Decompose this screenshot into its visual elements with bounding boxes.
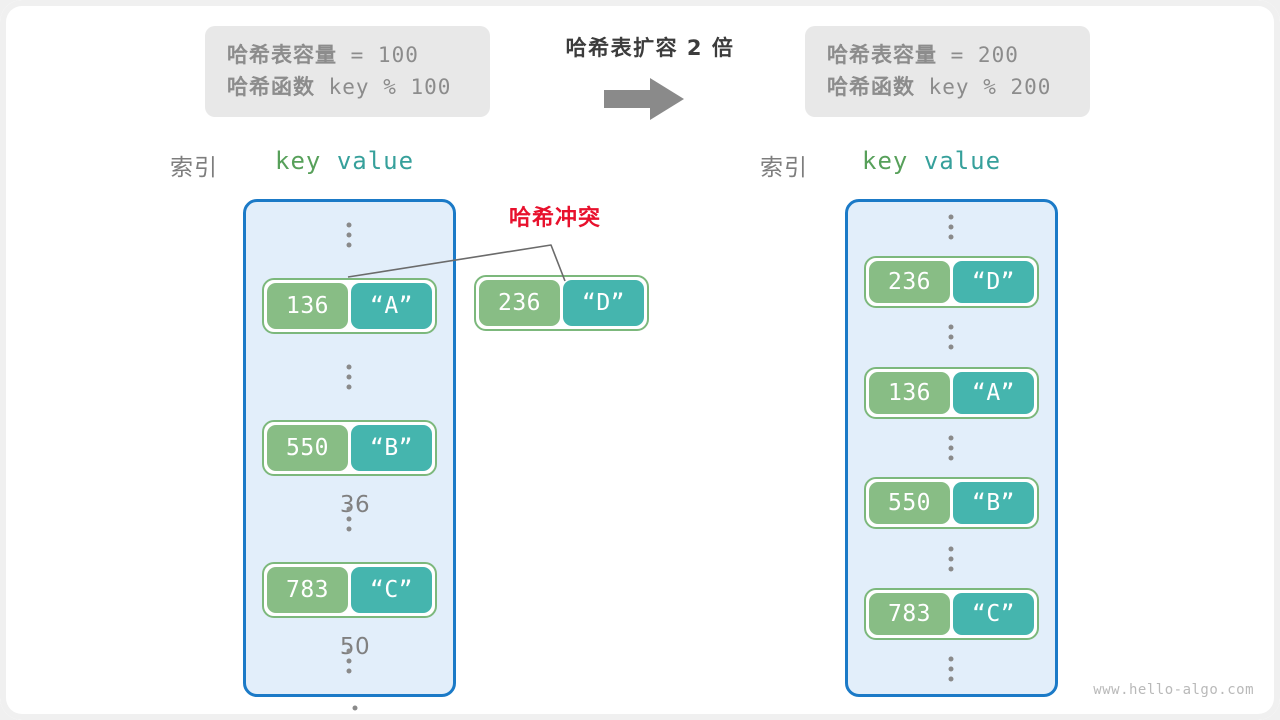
after-function-value: key % 200 bbox=[915, 74, 1052, 99]
collision-label: 哈希冲突 bbox=[508, 206, 601, 231]
entry-value: “D” bbox=[953, 261, 1034, 303]
entry-value: “B” bbox=[953, 482, 1034, 525]
entry-key: 550 bbox=[869, 482, 950, 525]
before-index-header-wrap: 索引 bbox=[170, 148, 218, 182]
before-index-ellipsis bbox=[352, 705, 358, 720]
after-capacity-value: = 200 bbox=[937, 43, 1019, 67]
before-index-header: 索引 bbox=[170, 155, 218, 181]
entry-key: 136 bbox=[869, 371, 950, 414]
after-entry-783[interactable]: 783“C” bbox=[864, 588, 1039, 640]
after-value-header: value bbox=[923, 147, 1002, 175]
after-key-header: key bbox=[862, 147, 909, 175]
before-index-36: 36 bbox=[339, 491, 371, 518]
entry-key: 136 bbox=[267, 282, 348, 329]
entry-value: “C” bbox=[351, 567, 432, 614]
after-keyvalue-header-wrap: key value bbox=[862, 147, 1001, 175]
after-slot-ellipsis bbox=[948, 656, 954, 682]
before-slot-ellipsis bbox=[346, 222, 352, 248]
after-slot-ellipsis bbox=[948, 435, 954, 461]
before-capacity-value: = 100 bbox=[337, 43, 419, 67]
entry-value: “A” bbox=[351, 282, 432, 329]
after-slot-ellipsis bbox=[948, 546, 954, 572]
after-entry-236[interactable]: 236“D” bbox=[864, 256, 1039, 308]
before-capacity-label: 哈希表容量 bbox=[227, 43, 337, 67]
before-slot-ellipsis bbox=[346, 506, 352, 532]
entry-key: 550 bbox=[267, 425, 348, 471]
before-function-value: key % 100 bbox=[315, 74, 452, 99]
before-capacity-line: 哈希表容量 = 100 bbox=[227, 40, 468, 72]
after-capacity-label: 哈希表容量 bbox=[827, 43, 937, 67]
header-gap-2 bbox=[908, 147, 923, 175]
entry-key: 783 bbox=[869, 593, 950, 635]
entry-value: “D” bbox=[563, 280, 644, 326]
before-index-50: 50 bbox=[339, 634, 371, 660]
entry-value: “C” bbox=[953, 593, 1034, 635]
entry-key: 236 bbox=[869, 261, 950, 303]
before-entry-550[interactable]: 550“B” bbox=[262, 420, 437, 476]
after-slot-ellipsis bbox=[948, 214, 954, 240]
entry-value: “A” bbox=[953, 371, 1034, 414]
after-function-label: 哈希函数 bbox=[827, 74, 915, 99]
before-info-box: 哈希表容量 = 100 哈希函数 key % 100 bbox=[205, 26, 490, 117]
expand-title: 哈希表扩容 2 倍 bbox=[565, 36, 735, 60]
entry-key: 783 bbox=[267, 567, 348, 614]
collision-entry-236[interactable]: 236“D” bbox=[474, 275, 649, 331]
after-slot-ellipsis bbox=[948, 324, 954, 350]
after-index-header-wrap: 索引 bbox=[760, 148, 808, 182]
after-function-line: 哈希函数 key % 200 bbox=[827, 72, 1068, 104]
after-entry-550[interactable]: 550“B” bbox=[864, 477, 1039, 530]
before-function-label: 哈希函数 bbox=[227, 74, 315, 99]
before-slot-ellipsis bbox=[346, 648, 352, 674]
before-key-header: key bbox=[275, 147, 322, 175]
after-capacity-line: 哈希表容量 = 200 bbox=[827, 40, 1068, 72]
before-keyvalue-header-wrap: key value bbox=[275, 147, 414, 175]
after-info-box: 哈希表容量 = 200 哈希函数 key % 200 bbox=[805, 26, 1090, 117]
before-value-header: value bbox=[336, 147, 415, 175]
entry-value: “B” bbox=[351, 425, 432, 471]
before-slot-ellipsis bbox=[346, 364, 352, 390]
before-entry-783[interactable]: 783“C” bbox=[262, 562, 437, 619]
after-entry-136[interactable]: 136“A” bbox=[864, 366, 1039, 419]
entry-key: 236 bbox=[479, 280, 560, 326]
after-index-header: 索引 bbox=[760, 155, 808, 181]
header-gap-1 bbox=[321, 147, 336, 175]
right-arrow-icon bbox=[604, 78, 684, 120]
before-entry-136[interactable]: 136“A” bbox=[262, 277, 437, 334]
watermark: www.hello-algo.com bbox=[1093, 682, 1254, 698]
before-function-line: 哈希函数 key % 100 bbox=[227, 72, 468, 104]
